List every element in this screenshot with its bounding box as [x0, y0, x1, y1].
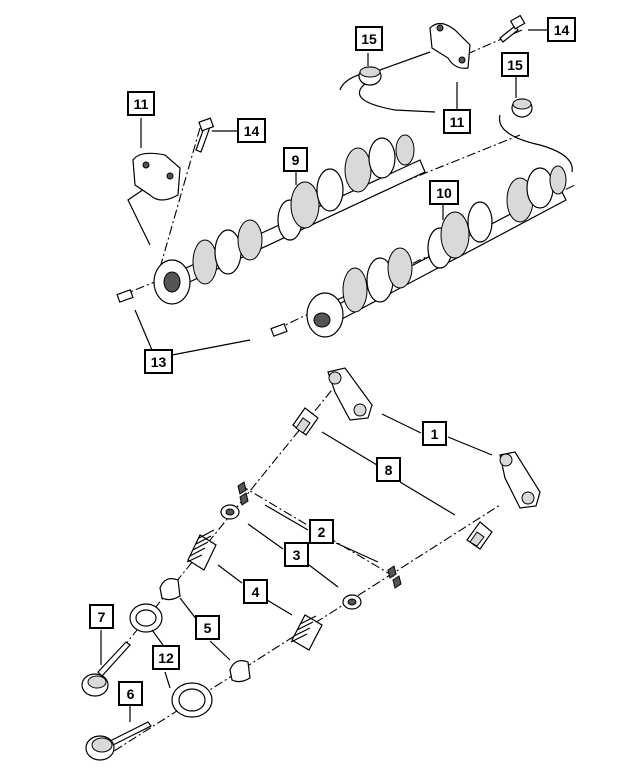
callout-13: 13: [144, 349, 173, 374]
callout-11-left: 11: [127, 91, 155, 116]
svg-text:12: 12: [158, 650, 174, 666]
rocker-arm-1-upper: [327, 367, 373, 421]
callout-15-right: 15: [501, 52, 529, 77]
intake-valve-7: [81, 641, 131, 697]
valve-spring-4-upper: [186, 529, 217, 571]
callout-1: 1: [422, 421, 447, 446]
valve-seat-12-upper: [129, 603, 163, 633]
svg-text:7: 7: [98, 609, 106, 625]
svg-text:9: 9: [292, 152, 300, 168]
bolt-14-left: [195, 117, 215, 153]
leader-lines: [100, 29, 548, 722]
plug-15-left: [358, 66, 382, 86]
lash-adjuster-8-lower: [466, 521, 493, 550]
valve-keepers-2-lower: [387, 565, 402, 589]
spring-retainer-3-upper: [220, 504, 240, 520]
svg-text:5: 5: [204, 620, 212, 636]
valve-seat-12-lower: [171, 682, 213, 718]
callout-6: 6: [118, 681, 143, 706]
svg-text:13: 13: [151, 354, 167, 370]
bearing-cap-11-left: [132, 152, 181, 201]
bolt-14-right: [499, 14, 526, 43]
callout-4: 4: [243, 579, 268, 604]
callout-5: 5: [195, 615, 220, 640]
svg-text:15: 15: [361, 31, 377, 47]
plug-15-right: [511, 98, 533, 118]
callout-12: 12: [152, 645, 180, 670]
valve-seal-5-lower: [229, 660, 251, 683]
dowel-pin-13-right: [270, 323, 288, 337]
dowel-pin-13-left: [116, 289, 134, 303]
callout-9: 9: [283, 147, 308, 172]
svg-text:6: 6: [127, 686, 135, 702]
svg-text:8: 8: [385, 462, 393, 478]
svg-text:11: 11: [134, 96, 149, 112]
svg-text:14: 14: [244, 123, 260, 139]
svg-text:4: 4: [252, 584, 260, 600]
camshaft-9: [153, 134, 426, 305]
svg-text:14: 14: [554, 22, 570, 38]
callout-15-left: 15: [355, 26, 383, 51]
camshaft-10: [306, 165, 567, 338]
spring-retainer-3-lower: [342, 594, 362, 610]
callout-10: 10: [429, 180, 459, 205]
svg-text:3: 3: [293, 547, 301, 563]
rocker-arm-1-lower: [499, 451, 541, 509]
callout-7: 7: [89, 604, 114, 629]
valve-spring-4-lower: [290, 614, 323, 651]
bearing-cap-11-right: [429, 22, 471, 69]
svg-text:11: 11: [450, 114, 465, 130]
callout-14-left: 14: [237, 118, 266, 143]
valve-seal-5-upper: [159, 578, 181, 601]
callout-2: 2: [309, 519, 334, 544]
lash-adjuster-8-upper: [292, 407, 319, 436]
svg-text:15: 15: [507, 57, 523, 73]
valve-keepers-2-upper: [237, 481, 249, 506]
svg-text:1: 1: [431, 426, 439, 442]
svg-text:2: 2: [318, 524, 326, 540]
exhaust-valve-6: [85, 721, 152, 761]
svg-text:10: 10: [436, 185, 452, 201]
callout-3: 3: [284, 542, 309, 567]
callout-11-right: 11: [443, 109, 471, 134]
callout-14-right: 14: [547, 17, 576, 42]
callout-8: 8: [376, 457, 401, 482]
